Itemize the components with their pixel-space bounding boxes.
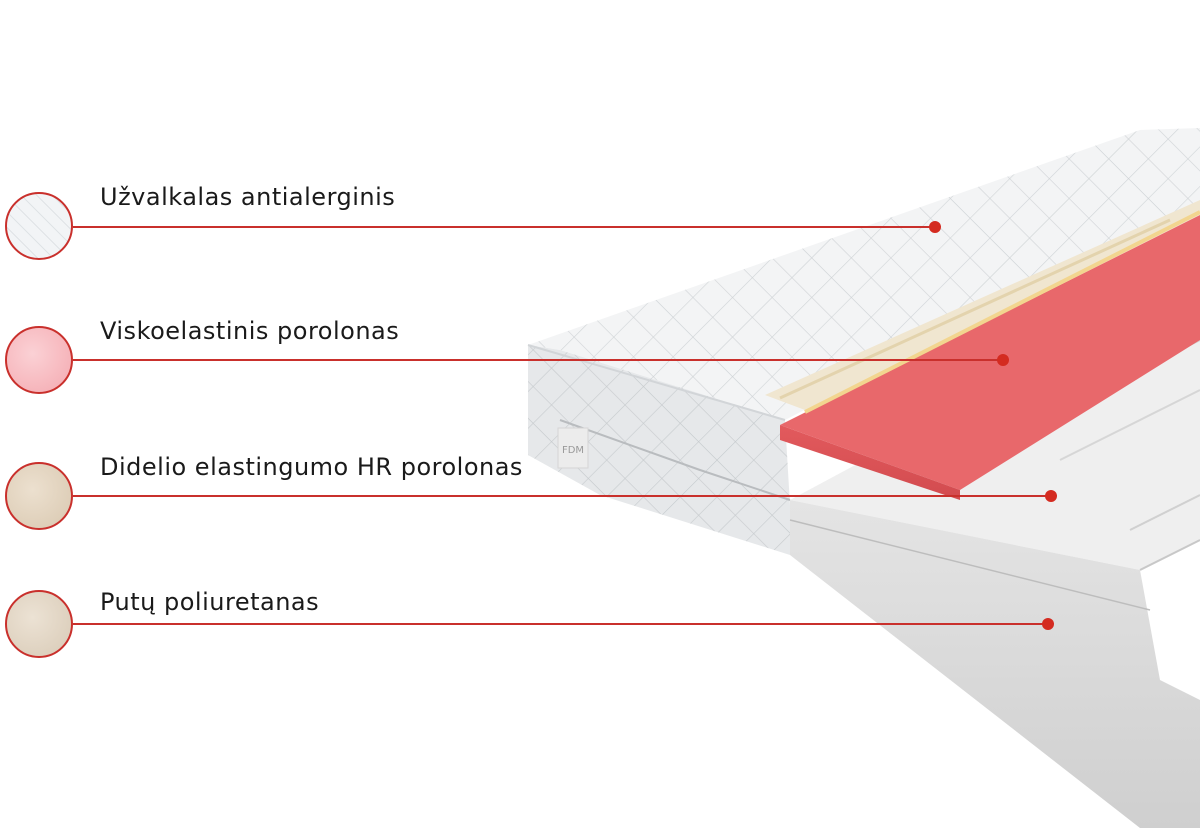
cover-side [528,345,790,555]
beige-foam-swatch [5,590,73,658]
label-cover: Užvalkalas antialerginis [100,183,396,211]
leader-line-hr [73,495,1051,497]
leader-line-cover [73,226,935,228]
leader-line-pu [73,623,1048,625]
marker-dot-pu [1042,618,1054,630]
marker-dot-cover [929,221,941,233]
beige-foam-swatch [5,462,73,530]
cover-top [528,128,1200,420]
leader-line-visco [73,359,1003,361]
visco-foam-top [780,215,1200,490]
marker-dot-visco [997,354,1009,366]
visco-foam-side [780,425,960,500]
quilted-cover-swatch [5,192,73,260]
label-visco: Viskoelastinis porolonas [100,317,400,345]
pink-foam-swatch [5,326,73,394]
marker-dot-hr [1045,490,1057,502]
brand-logo-text: FDM [562,445,584,456]
base-foam-side [790,500,1200,828]
label-hr: Didelio elastingumo HR porolonas [100,453,523,481]
label-pu: Putų poliuretanas [100,588,320,616]
